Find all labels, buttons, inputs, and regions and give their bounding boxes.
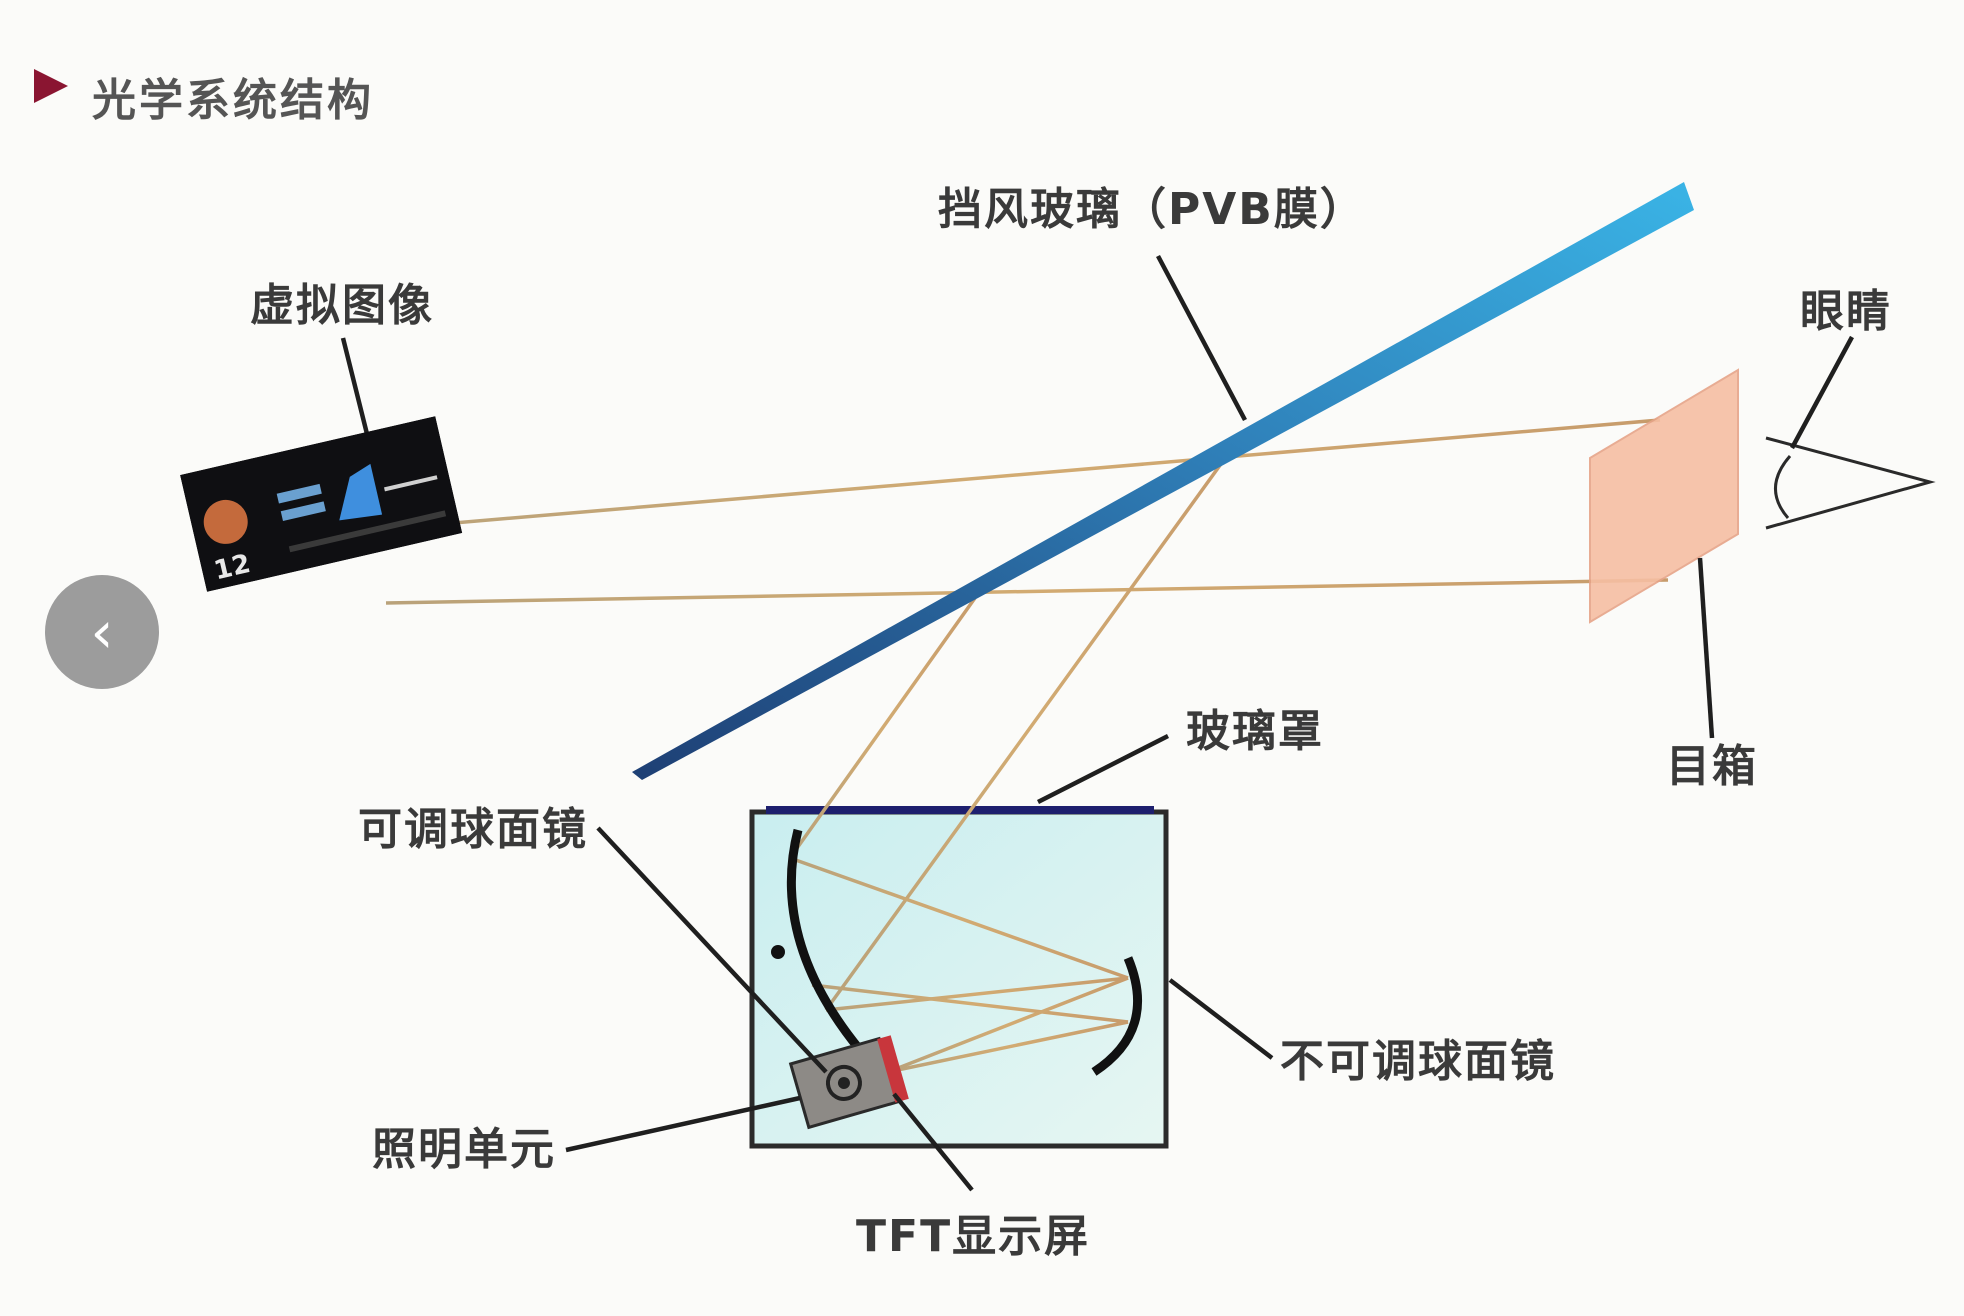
play-arrow-icon [34, 69, 68, 103]
eye-icon [1765, 436, 1936, 530]
back-button[interactable]: ‹ [45, 575, 159, 689]
label-fixed-mirror: 不可调球面镜 [1280, 1036, 1556, 1087]
tft-display-panel [877, 1035, 909, 1103]
eyebox-plane [1589, 368, 1739, 624]
label-glass-cover: 玻璃罩 [1186, 706, 1324, 757]
fixed-spherical-mirror [1091, 956, 1143, 1076]
label-illumination-unit: 照明单元 [372, 1124, 556, 1175]
virtual-image-screen: 12 [180, 416, 463, 592]
page-title: 光学系统结构 [92, 75, 374, 126]
adjustable-spherical-mirror [786, 828, 864, 1053]
label-virtual-image: 虚拟图像 [250, 280, 434, 331]
label-adjustable-mirror: 可调球面镜 [358, 804, 588, 855]
mirror-pivot [771, 945, 785, 959]
light-rays [371, 418, 1669, 1074]
chevron-left-icon: ‹ [90, 598, 114, 666]
windshield-glass [632, 182, 1694, 780]
label-eyebox: 目箱 [1666, 741, 1758, 792]
label-tft-display: TFT显示屏 [856, 1211, 1091, 1262]
label-eye: 眼睛 [1800, 286, 1892, 337]
label-windshield: 挡风玻璃（PVB膜） [938, 184, 1366, 235]
leader-lines [340, 254, 1854, 1192]
